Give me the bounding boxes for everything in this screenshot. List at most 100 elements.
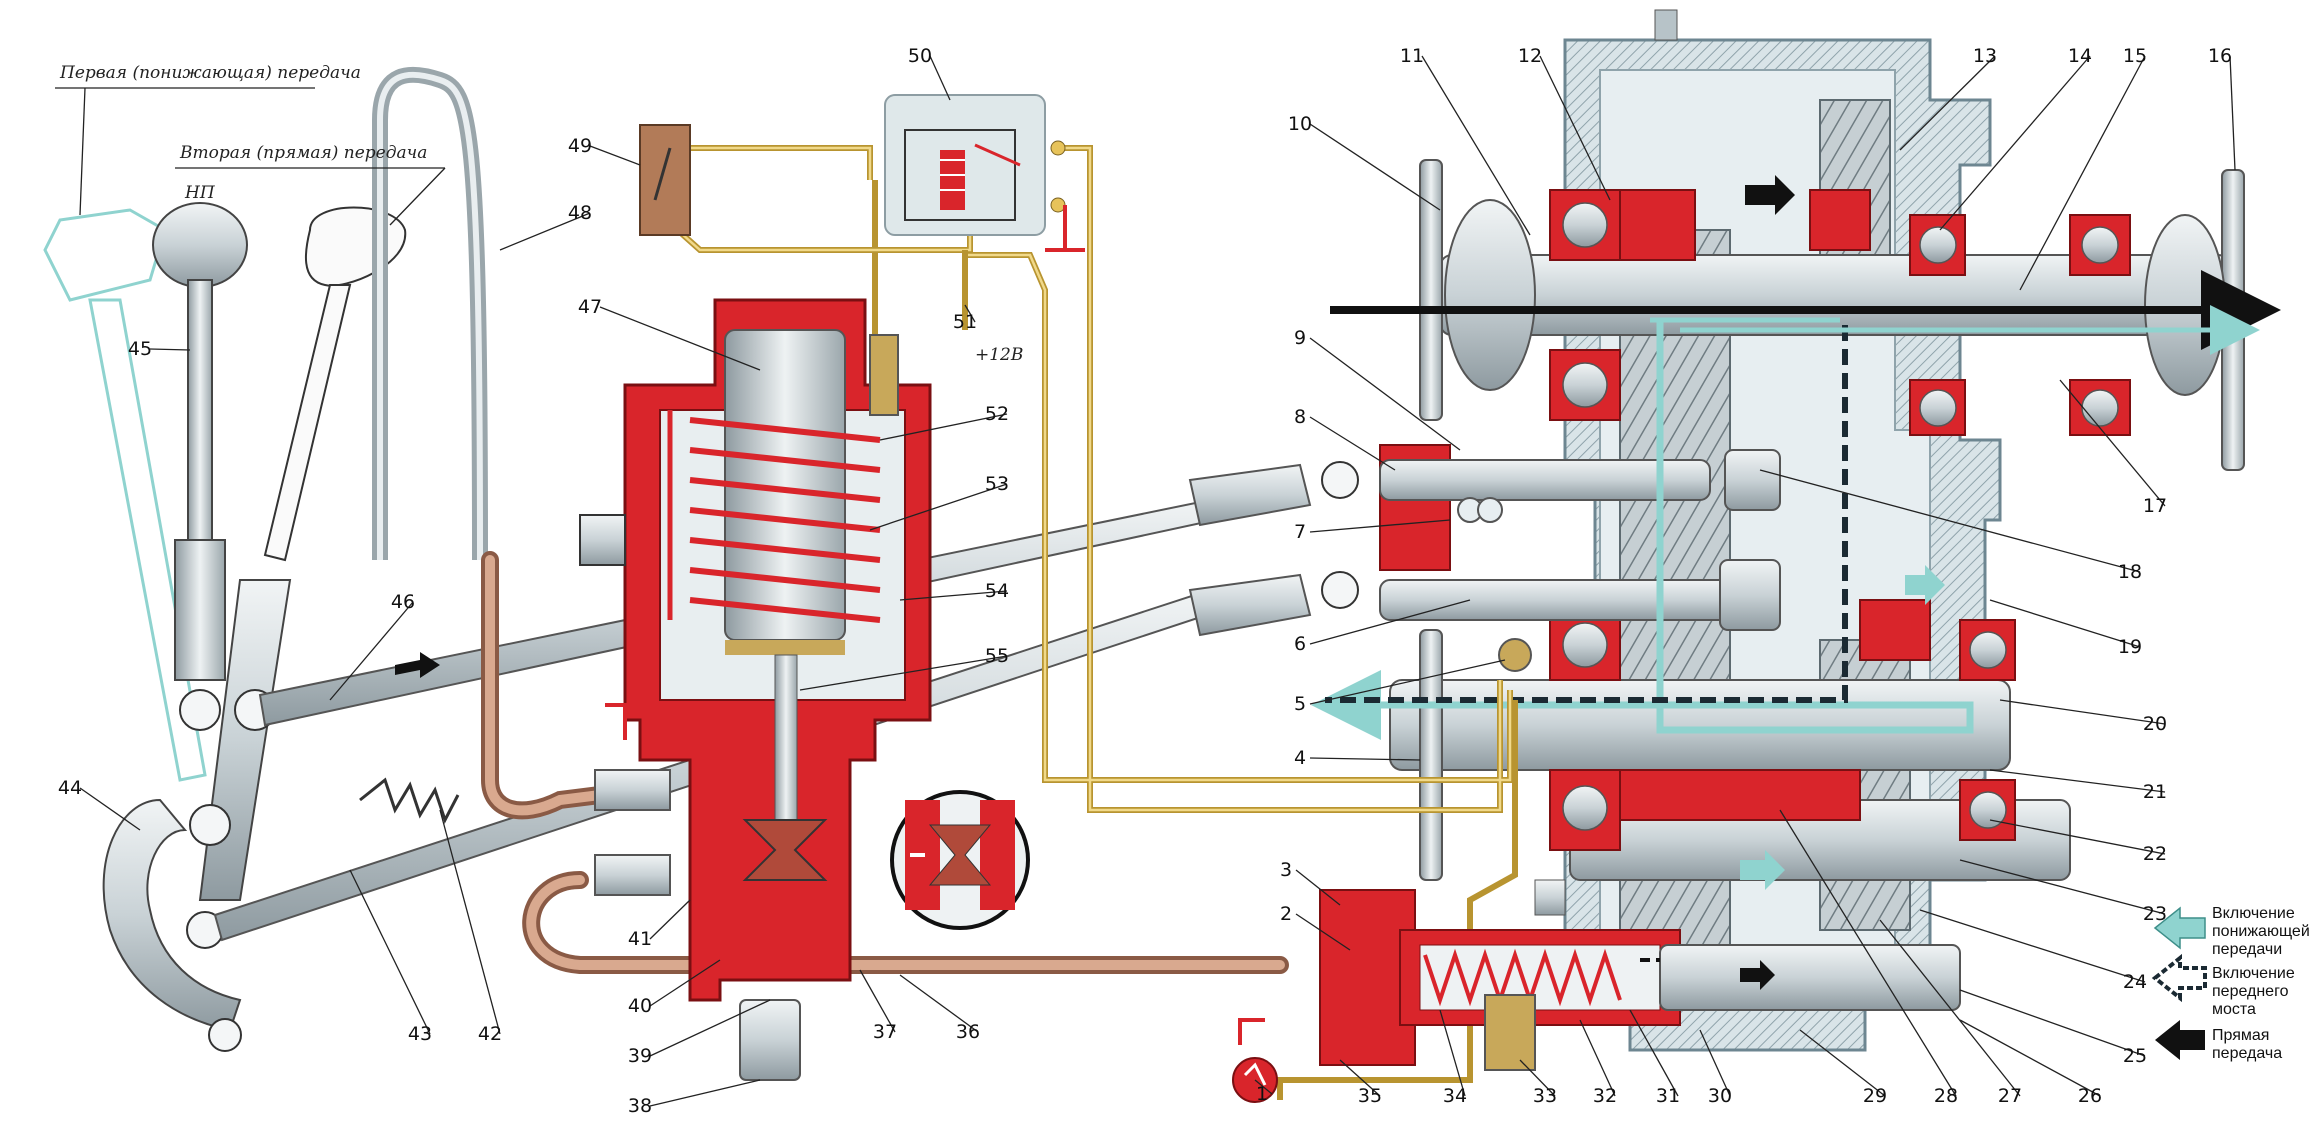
callout-leader-line xyxy=(649,899,691,940)
flow-low-range xyxy=(1311,320,1974,740)
callout-16: 16 xyxy=(2208,45,2232,67)
direction-arrow xyxy=(1745,175,1795,215)
callout-leader-line xyxy=(1295,913,1351,951)
callout-39: 39 xyxy=(628,1045,652,1067)
callout-3: 3 xyxy=(1280,859,1292,881)
callout-28: 28 xyxy=(1934,1085,1958,1107)
direction-arrow xyxy=(1740,960,1775,990)
callout-leader-line xyxy=(964,304,976,323)
callout-53: 53 xyxy=(985,473,1009,495)
callout-12: 12 xyxy=(1518,45,1542,67)
callout-leader-line xyxy=(869,483,1008,531)
callout-leader-line xyxy=(1539,55,1611,201)
pneumatic-valve xyxy=(579,298,932,1081)
callout-10: 10 xyxy=(1288,113,1312,135)
callout-52: 52 xyxy=(985,403,1009,425)
callout-leader-line xyxy=(799,655,1008,691)
callout-51: 51 xyxy=(953,311,977,333)
legend-label-low-range-3: передачи xyxy=(2212,941,2282,958)
shift-rail-upper xyxy=(1379,459,1711,501)
callout-leader-line xyxy=(1959,989,2146,1057)
callout-leader-line xyxy=(1309,599,1471,645)
callout-27: 27 xyxy=(1998,1085,2022,1107)
callout-leader-line xyxy=(2229,55,2236,171)
callout-leader-line xyxy=(1309,416,1396,471)
callout-leader-line xyxy=(1309,337,1461,451)
direction-arrow xyxy=(1905,565,1945,605)
callout-leader-line xyxy=(879,413,1008,441)
callout-54: 54 xyxy=(985,580,1009,602)
caption-first-gear: Первая (понижающая) передача xyxy=(59,63,361,83)
callout-leader-line xyxy=(1899,55,1996,151)
callout-leader-line xyxy=(1759,469,2141,573)
caption-neutral: НП xyxy=(184,183,216,203)
direction-arrow xyxy=(1740,850,1785,890)
callout-leader-line xyxy=(1779,809,1957,1097)
callout-leader-line xyxy=(899,590,1008,601)
direction-arrow xyxy=(395,652,440,678)
callout-leader-line xyxy=(859,969,896,1033)
callout-leader-line xyxy=(1939,55,2091,231)
callout-leader-line xyxy=(589,145,641,166)
callout-leader-line xyxy=(649,1079,761,1107)
callout-leader-line xyxy=(2059,379,2166,507)
callout-leader-line xyxy=(1579,1019,1616,1097)
caption-supply-voltage: +12В xyxy=(975,345,1023,365)
switch-49 xyxy=(639,124,691,236)
callout-6: 6 xyxy=(1294,633,1306,655)
callout-5: 5 xyxy=(1294,693,1306,715)
callout-leader-line xyxy=(1629,1009,1679,1097)
callout-leader-line xyxy=(1989,599,2141,648)
callout-leader-line xyxy=(499,212,591,251)
shift-cylinder xyxy=(1232,879,1961,1103)
ground-symbol xyxy=(1238,1018,1265,1045)
callout-leader-line xyxy=(1999,699,2166,725)
callout-45: 45 xyxy=(128,338,152,360)
callout-32: 32 xyxy=(1593,1085,1617,1107)
callout-38: 38 xyxy=(628,1095,652,1117)
callout-46: 46 xyxy=(391,591,415,613)
callout-leader-line xyxy=(79,787,141,831)
callout-leader-line xyxy=(1799,1029,1886,1097)
solenoid-coil xyxy=(689,417,881,623)
callout-leader-line xyxy=(649,999,771,1057)
callout-leader-line xyxy=(649,959,721,1007)
ground-symbol xyxy=(1045,205,1085,252)
lever-first-gear xyxy=(43,208,207,782)
callout-37: 37 xyxy=(873,1021,897,1043)
callout-34: 34 xyxy=(1443,1085,1467,1107)
callout-leader-line xyxy=(1309,519,1451,533)
callout-leader-line xyxy=(1919,909,2146,983)
legend-label-direct-drive-2: передача xyxy=(2212,1045,2282,1062)
callout-18: 18 xyxy=(2118,561,2142,583)
callout-4: 4 xyxy=(1294,747,1306,769)
knob-second-gear xyxy=(304,206,407,287)
callout-leader-line xyxy=(1439,1009,1466,1097)
callout-leader-line xyxy=(929,55,951,101)
callout-leader-line xyxy=(1309,659,1506,705)
callout-55: 55 xyxy=(985,645,1009,667)
callout-19: 19 xyxy=(2118,636,2142,658)
legend-label-front-axle-2: переднего xyxy=(2212,983,2289,1000)
knob-neutral xyxy=(152,202,248,288)
legend-label-low-range-2: понижающей xyxy=(2212,923,2310,940)
callout-20: 20 xyxy=(2143,713,2167,735)
cylinder-spring xyxy=(1423,948,1622,1007)
callout-41: 41 xyxy=(628,928,652,950)
callout-leader-line xyxy=(1699,1029,1731,1097)
callout-44: 44 xyxy=(58,777,82,799)
callout-leader-line xyxy=(439,809,501,1035)
vent-valve xyxy=(1498,638,1532,672)
legend-arrow-direct-drive xyxy=(2155,1020,2205,1060)
callout-leader-line xyxy=(1309,757,1421,761)
callout-33: 33 xyxy=(1533,1085,1557,1107)
shift-rail-lower xyxy=(1379,579,1761,621)
legend-label-low-range-1: Включение xyxy=(2212,905,2295,922)
callout-25: 25 xyxy=(2123,1045,2147,1067)
callout-14: 14 xyxy=(2068,45,2092,67)
callout-11: 11 xyxy=(1400,45,1424,67)
callout-leader-line xyxy=(1309,123,1441,211)
callout-leader-line xyxy=(1421,55,1531,236)
